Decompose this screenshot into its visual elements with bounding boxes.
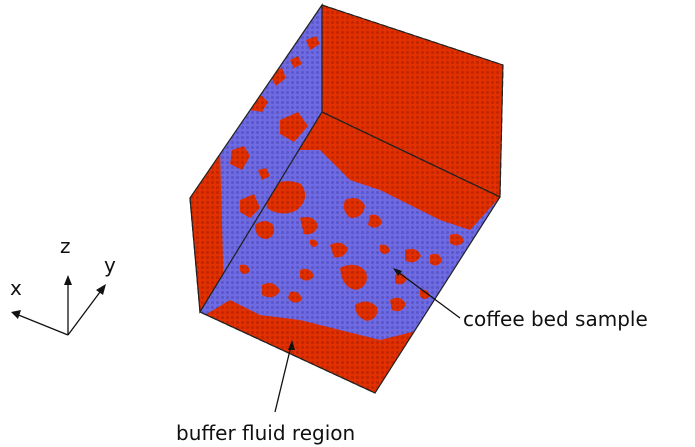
particle-cube (189, 3, 504, 394)
axis-triad (11, 275, 106, 336)
coffee-bed-callout: coffee bed sample (393, 268, 648, 331)
y-axis-arrow (67, 287, 104, 336)
coffee-bed-label: coffee bed sample (463, 307, 648, 331)
cube-front-face (200, 112, 500, 393)
y-axis-label: y (104, 253, 116, 277)
buffer-region-label: buffer fluid region (176, 421, 355, 445)
cube-outline (189, 197, 376, 394)
z-axis-label: z (60, 234, 71, 258)
x-axis-label: x (10, 276, 22, 300)
x-axis-arrow (15, 313, 69, 336)
buffer-region-callout: buffer fluid region (176, 340, 355, 445)
